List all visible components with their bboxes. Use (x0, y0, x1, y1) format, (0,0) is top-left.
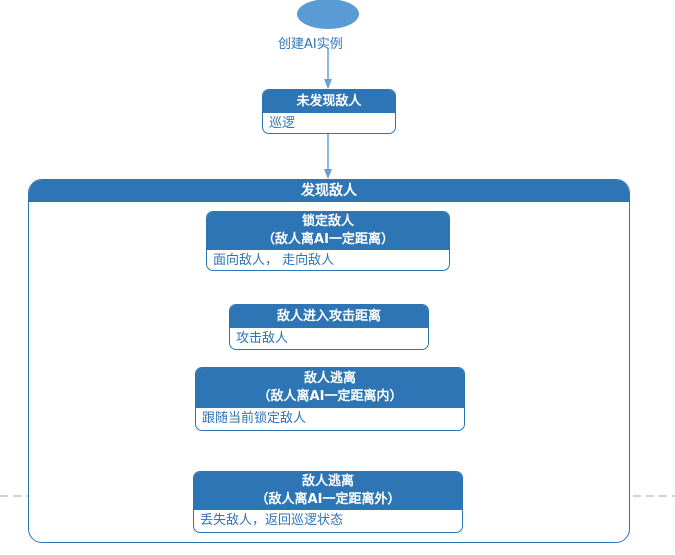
state-attack-action: 攻击敌人 (236, 331, 289, 346)
state-flee-out: 敌人逃离 （敌人离AI一定距离外） 丢失敌人，返回巡逻状态 (193, 471, 463, 533)
state-flee-in-title-line-2: （敌人离AI一定距离内） (257, 389, 403, 404)
state-lock-title-line-1: 锁定敌人 (301, 214, 354, 229)
state-flee-in-title-line-1: 敌人逃离 (303, 371, 356, 386)
state-flee-out-action: 丢失敌人，返回巡逻状态 (200, 513, 344, 528)
state-attack-title: 敌人进入攻击距离 (230, 305, 428, 328)
state-lock-title: 锁定敌人 （敌人离AI一定距离） (207, 212, 449, 250)
state-idle-action: 巡逻 (269, 116, 296, 131)
state-flee-in: 敌人逃离 （敌人离AI一定距离内） 跟随当前锁定敌人 (195, 367, 465, 431)
state-lock-title-line-2: （敌人离AI一定距离） (262, 232, 394, 247)
state-flee-out-title-line-1: 敌人逃离 (301, 474, 354, 489)
state-flee-in-action: 跟随当前锁定敌人 (202, 411, 307, 426)
state-flee-out-title: 敌人逃离 （敌人离AI一定距离外） (194, 472, 462, 510)
state-flee-out-title-line-2: （敌人离AI一定距离外） (255, 492, 401, 507)
state-idle: 未发现敌人 巡逻 (262, 89, 396, 134)
state-attack: 敌人进入攻击距离 攻击敌人 (229, 304, 429, 350)
state-idle-title: 未发现敌人 (263, 90, 395, 113)
state-flee-in-title: 敌人逃离 （敌人离AI一定距离内） (196, 368, 464, 408)
state-lock-action: 面向敌人， 走向敌人 (213, 253, 335, 268)
state-lock: 锁定敌人 （敌人离AI一定距离） 面向敌人， 走向敌人 (206, 211, 450, 271)
start-label: 创建AI实例 (278, 37, 343, 52)
group-enemy-found-title: 发现敌人 (29, 180, 629, 202)
start-node (297, 0, 359, 29)
